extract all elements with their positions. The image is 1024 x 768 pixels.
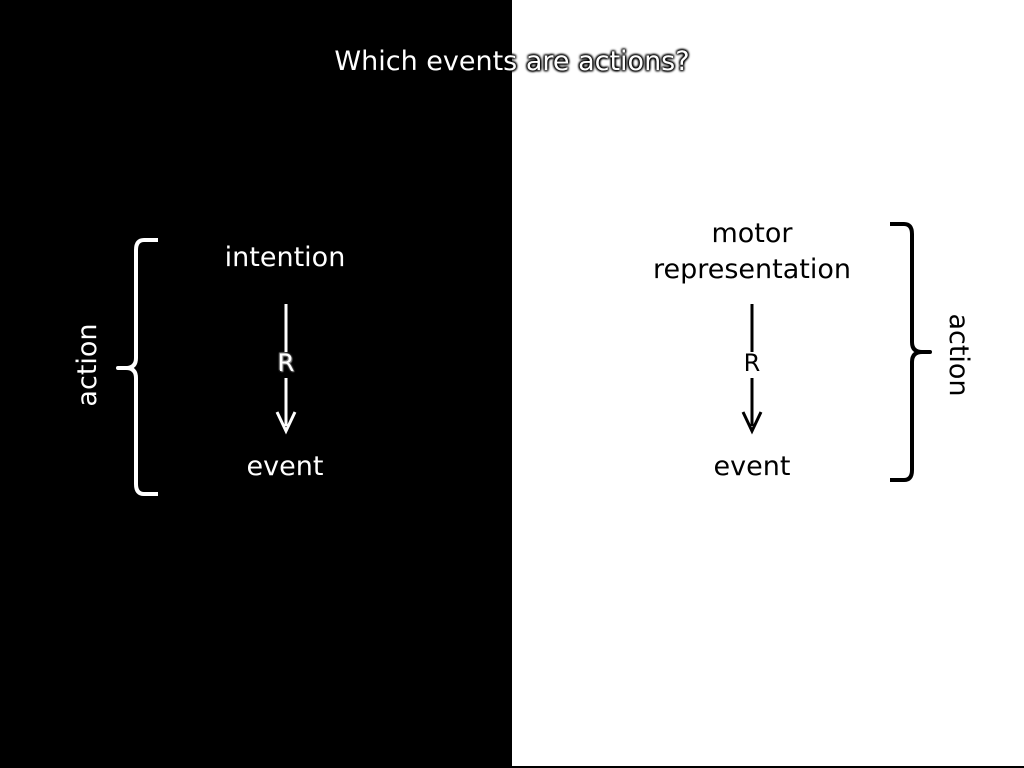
right-bottom-node: event	[713, 451, 791, 482]
right-top-node-line2: representation	[652, 254, 852, 285]
left-panel-background	[0, 0, 512, 768]
right-arrow-head	[741, 411, 763, 435]
left-bracket	[116, 238, 158, 496]
left-top-node: intention	[224, 242, 346, 273]
right-top-node-line1: motor	[711, 218, 793, 249]
left-bottom-node: event	[246, 451, 324, 482]
right-bracket	[890, 222, 932, 482]
left-relation-label: R	[277, 349, 295, 377]
left-arrow-head	[275, 411, 297, 435]
right-panel-background	[512, 0, 1024, 766]
slide-title: Which events are actions?	[334, 46, 690, 77]
right-relation-label: R	[743, 349, 761, 377]
